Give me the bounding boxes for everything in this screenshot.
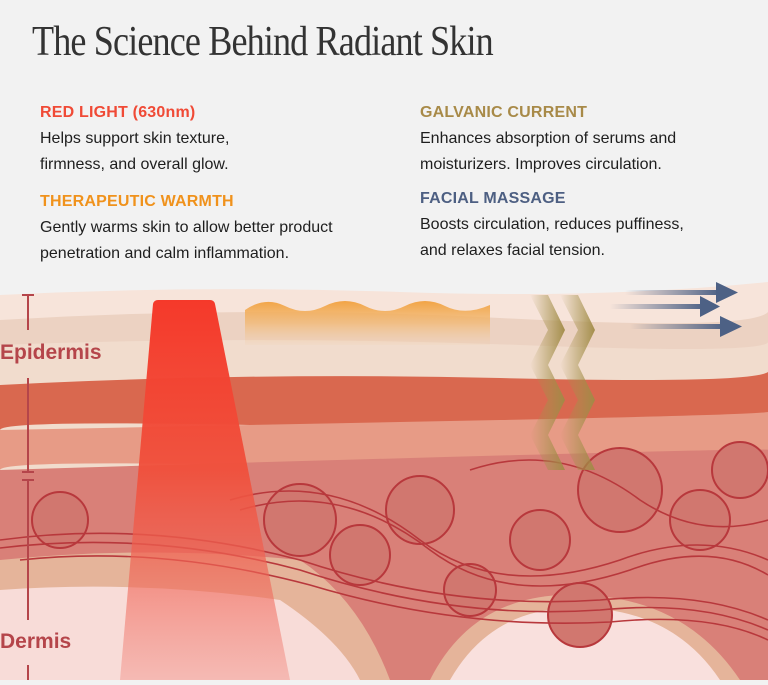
feature-galvanic-current: GALVANIC CURRENT Enhances absorption of … bbox=[420, 104, 760, 178]
feature-description-line: moisturizers. Improves circulation. bbox=[420, 156, 662, 173]
skin-cross-section-diagram: Epidermis Dermis bbox=[0, 275, 768, 680]
feature-heading: RED LIGHT (630nm) bbox=[40, 104, 196, 121]
layer-label-epidermis: Epidermis bbox=[0, 341, 102, 364]
feature-heading: FACIAL MASSAGE bbox=[420, 190, 566, 207]
feature-description-line: Boosts circulation, reduces puffiness, bbox=[420, 216, 684, 233]
feature-therapeutic-warmth: THERAPEUTIC WARMTH Gently warms skin to … bbox=[40, 193, 400, 267]
feature-red-light: RED LIGHT (630nm) Helps support skin tex… bbox=[40, 104, 390, 178]
feature-description-line: and relaxes facial tension. bbox=[420, 242, 605, 259]
feature-description-line: Gently warms skin to allow better produc… bbox=[40, 219, 333, 236]
feature-description-line: firmness, and overall glow. bbox=[40, 156, 229, 173]
galvanic-chevron-icon bbox=[530, 295, 595, 470]
warmth-wave-icon bbox=[245, 301, 490, 345]
massage-arrows-icon bbox=[610, 282, 742, 337]
feature-heading: THERAPEUTIC WARMTH bbox=[40, 193, 234, 210]
layer-label-dermis: Dermis bbox=[0, 630, 72, 653]
feature-heading: GALVANIC CURRENT bbox=[420, 104, 588, 121]
red-light-beam-icon bbox=[120, 300, 290, 680]
feature-description-line: Enhances absorption of serums and bbox=[420, 130, 677, 147]
feature-description-line: Helps support skin texture, bbox=[40, 130, 230, 147]
feature-facial-massage: FACIAL MASSAGE Boosts circulation, reduc… bbox=[420, 190, 760, 264]
feature-description-line: penetration and calm inflammation. bbox=[40, 245, 290, 262]
page-title: The Science Behind Radiant Skin bbox=[32, 19, 494, 65]
skin-layers-illustration bbox=[0, 282, 768, 680]
